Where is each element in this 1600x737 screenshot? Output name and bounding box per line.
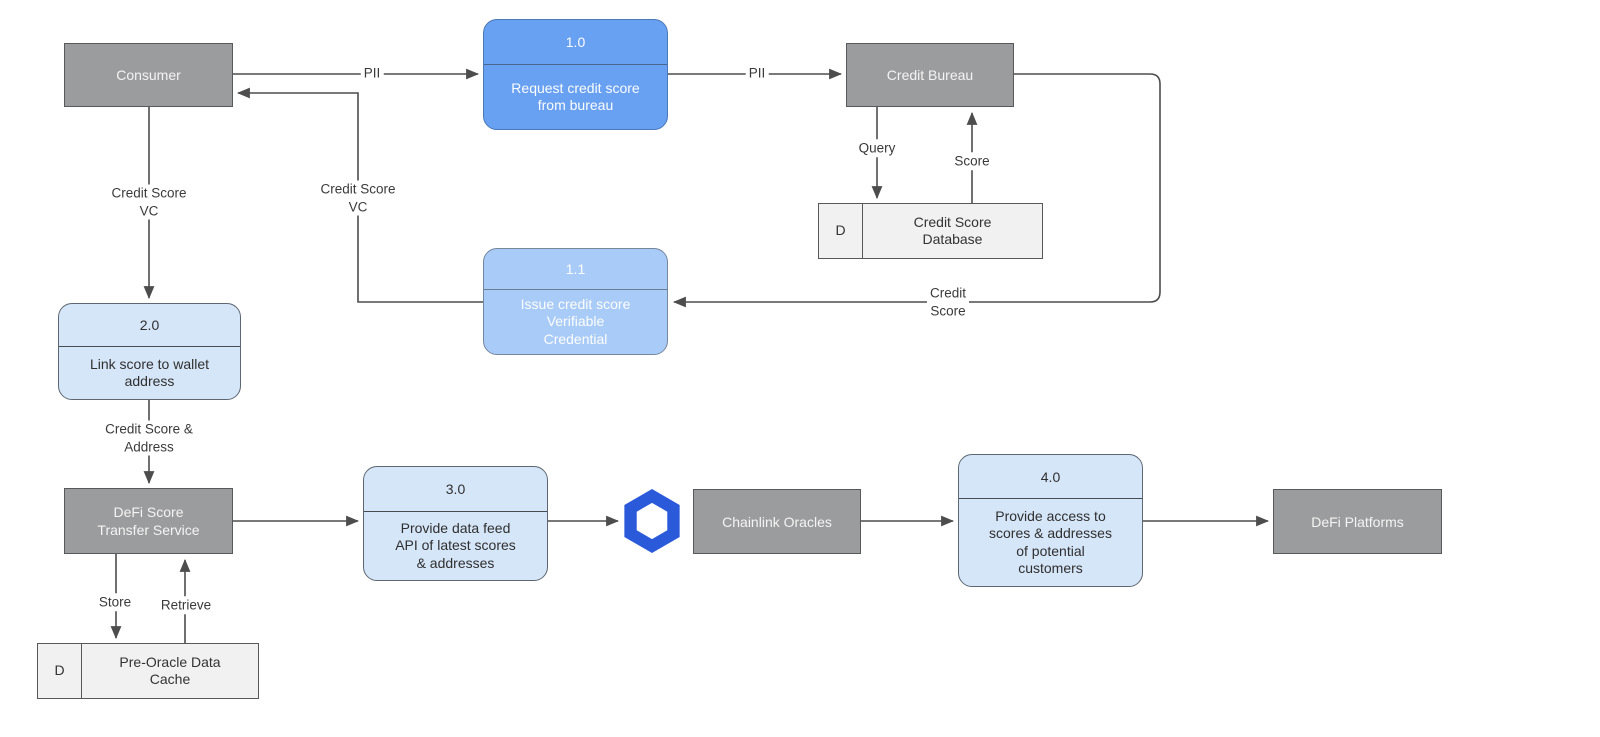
entity-credit-bureau: Credit Bureau — [846, 43, 1014, 107]
flow-label-retrieve: Retrieve — [157, 596, 215, 614]
flow-label-score: Score — [951, 152, 993, 170]
flow-label-credit-score-loop: Credit Score — [926, 284, 970, 320]
datastore-credit-score-database-label: Credit Score Database — [913, 213, 992, 248]
datastore-credit-score-database-marker: D — [819, 204, 863, 258]
flow-label-credit-score-vc-down: Credit Score VC — [108, 184, 190, 220]
flow-label-pii-bureau: PII — [745, 64, 769, 82]
flow-bureau-to-1-1 — [672, 73, 1161, 308]
process-3-0-number: 3.0 — [364, 467, 547, 512]
chainlink-hexagon-icon — [624, 489, 680, 553]
flow-label-pii-consumer: PII — [360, 64, 384, 82]
process-1-1: 1.1 Issue credit score Verifiable Creden… — [483, 248, 668, 355]
entity-defi-platforms-label: DeFi Platforms — [1311, 513, 1404, 530]
flow-label-store: Store — [95, 593, 135, 611]
entity-consumer-label: Consumer — [116, 67, 181, 83]
datastore-credit-score-database: D Credit Score Database — [818, 203, 1043, 259]
flow-label-credit-score-vc-return: Credit Score VC — [317, 180, 399, 216]
process-1-0: 1.0 Request credit score from bureau — [483, 19, 668, 130]
process-2-0-number: 2.0 — [59, 304, 240, 347]
entity-consumer: Consumer — [64, 43, 233, 107]
flow-label-credit-score-address: Credit Score & Address — [102, 420, 196, 456]
process-1-1-number: 1.1 — [484, 249, 667, 290]
datastore-pre-oracle-data-cache: D Pre-Oracle Data Cache — [37, 643, 259, 699]
process-4-0: 4.0 Provide access to scores & addresses… — [958, 454, 1143, 587]
flow-label-query: Query — [855, 139, 899, 157]
entity-defi-score-transfer-service: DeFi Score Transfer Service — [64, 488, 233, 554]
entity-credit-bureau-label: Credit Bureau — [886, 67, 974, 83]
process-2-0-description: Link score to wallet address — [89, 355, 210, 390]
datastore-pre-oracle-data-cache-marker: D — [38, 644, 82, 698]
process-1-1-description: Issue credit score Verifiable Credential — [520, 295, 631, 347]
entity-defi-score-transfer-service-label: DeFi Score Transfer Service — [97, 504, 200, 538]
datastore-pre-oracle-data-cache-label: Pre-Oracle Data Cache — [119, 653, 221, 688]
process-1-0-number: 1.0 — [484, 20, 667, 65]
process-3-0: 3.0 Provide data feed API of latest scor… — [363, 466, 548, 581]
process-3-0-description: Provide data feed API of latest scores &… — [395, 519, 516, 571]
entity-chainlink-oracles-label: Chainlink Oracles — [722, 513, 832, 530]
process-2-0: 2.0 Link score to wallet address — [58, 303, 241, 400]
process-1-0-description: Request credit score from bureau — [511, 79, 640, 114]
process-4-0-number: 4.0 — [959, 455, 1142, 499]
entity-chainlink-oracles: Chainlink Oracles — [693, 489, 861, 554]
process-4-0-description: Provide access to scores & addresses of … — [989, 507, 1112, 577]
entity-defi-platforms: DeFi Platforms — [1273, 489, 1442, 554]
